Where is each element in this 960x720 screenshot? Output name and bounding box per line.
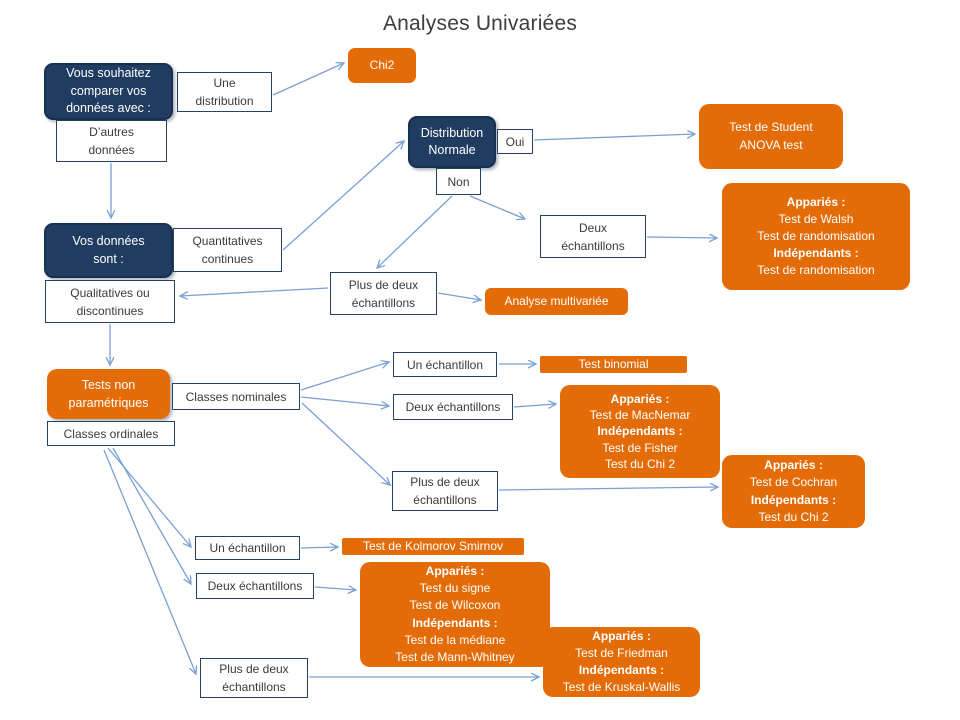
arrow-nominales-to-plus-deux bbox=[301, 402, 390, 485]
option-un-echantillon-ordinales: Un échantillon bbox=[195, 536, 300, 560]
option-non: Non bbox=[436, 168, 481, 195]
arrow-plus-deux-to-cochran bbox=[498, 487, 718, 490]
result-chi2: Chi2 bbox=[348, 48, 416, 83]
decision-distribution-normale: Distribution Normale bbox=[408, 116, 496, 168]
decision-vos-donnees: Vos données sont : bbox=[44, 223, 173, 278]
arrow-un-ech-to-kolmorov bbox=[300, 547, 338, 548]
option-classes-nominales: Classes nominales bbox=[172, 383, 300, 410]
arrow-oui-to-student bbox=[533, 134, 695, 141]
arrow-ordinales-to-un-ech bbox=[107, 447, 191, 547]
arrow-deux-haut-to-walsh bbox=[646, 237, 717, 238]
arrow-plus-deux-to-multivariee bbox=[437, 292, 481, 300]
arrow-quantitatives-to-normale bbox=[282, 141, 404, 251]
result-analyse-multivariee: Analyse multivariée bbox=[485, 288, 628, 315]
option-une-distribution: Une distribution bbox=[177, 72, 272, 112]
option-oui: Oui bbox=[497, 129, 533, 154]
arrow-nominales-to-un-ech bbox=[300, 362, 389, 391]
page-title: Analyses Univariées bbox=[382, 12, 578, 35]
option-plus-deux-echantillons-ordinales: Plus de deux échantillons bbox=[200, 658, 308, 698]
arrow-non-to-deux-haut bbox=[469, 195, 525, 219]
option-plus-deux-echantillons-normale: Plus de deux échantillons bbox=[330, 272, 437, 315]
arrow-ordinales-to-plus-deux bbox=[103, 449, 196, 674]
option-plus-deux-echantillons-nominales: Plus de deux échantillons bbox=[392, 471, 498, 511]
result-kolmorov-smirnov: Test de Kolmorov Smirnov bbox=[342, 538, 524, 555]
arrow-plus-deux-to-qualitatives bbox=[180, 287, 329, 296]
arrow-non-to-plus-deux-haut bbox=[377, 195, 453, 268]
option-deux-echantillons-nominales: Deux échantillons bbox=[393, 394, 513, 420]
option-deux-echantillons-normale: Deux échantillons bbox=[540, 215, 646, 258]
arrow-nominales-to-deux-ech bbox=[300, 396, 389, 406]
option-dautres-donnees: D’autres données bbox=[56, 120, 167, 162]
arrow-deux-ech-to-signe bbox=[314, 587, 356, 590]
option-quantitatives-continues: Quantitatives continues bbox=[173, 228, 282, 272]
result-test-binomial: Test binomial bbox=[540, 356, 687, 373]
option-deux-echantillons-ordinales: Deux échantillons bbox=[196, 573, 314, 599]
decision-comparer-donnees: Vous souhaitez comparer vos données avec… bbox=[44, 63, 173, 120]
arrow-deux-ech-to-macnemar bbox=[513, 404, 556, 407]
arrow-ordinales-to-deux-ech bbox=[112, 447, 191, 584]
option-qualitatives-discontinues: Qualitatives ou discontinues bbox=[45, 280, 175, 323]
option-un-echantillon-nominales: Un échantillon bbox=[393, 352, 497, 377]
option-classes-ordinales: Classes ordinales bbox=[47, 421, 175, 446]
arrow-une-distribution-to-chi2 bbox=[272, 63, 344, 96]
